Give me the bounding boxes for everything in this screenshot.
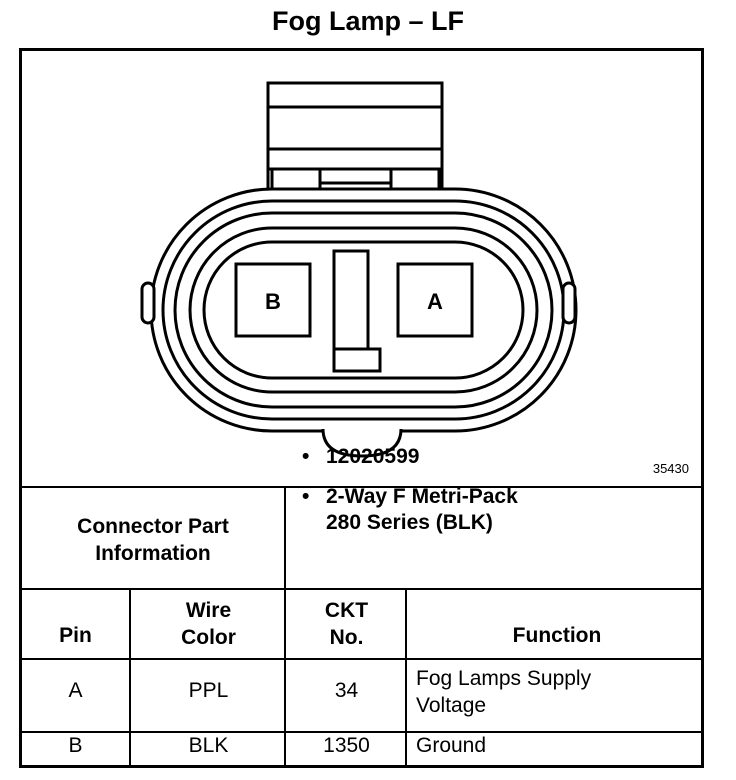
- divider: [22, 658, 701, 660]
- row-a-ckt: 34: [334, 679, 359, 702]
- row-b-wire-color: BLK: [188, 734, 229, 757]
- pin-b-cavity: [234, 262, 312, 338]
- list-item: • 2-Way F Metri-Pack 280 Series (BLK): [302, 485, 518, 534]
- figure-number: 35430: [652, 461, 689, 476]
- pin-b-label: B: [265, 289, 281, 314]
- connector-info-label: Connector Part Information: [77, 515, 229, 565]
- divider: [129, 590, 131, 768]
- page-title: Fog Lamp – LF: [272, 6, 464, 36]
- row-b-ckt: 1350: [323, 734, 370, 757]
- connector-info-list: • 12020599 • 2-Way F Metri-Pack 280 Seri…: [302, 444, 518, 536]
- divider: [284, 488, 286, 588]
- pin-a-cavity: [396, 262, 474, 338]
- list-item: • 12020599: [302, 445, 420, 468]
- row-b-pin: B: [68, 734, 83, 757]
- divider: [405, 590, 407, 768]
- row-b-function: Ground: [416, 734, 487, 757]
- divider: [22, 588, 701, 590]
- row-a-function: Fog Lamps Supply Voltage: [416, 667, 592, 717]
- header-function: Function: [512, 624, 602, 647]
- connector-drawing: B A: [140, 81, 578, 458]
- row-a-wire-color: PPL: [188, 679, 229, 702]
- pin-a-label: A: [427, 289, 443, 314]
- header-wire-color: Wire Color: [181, 599, 236, 649]
- header-ckt-no: CKT No.: [324, 599, 369, 649]
- row-a-pin: A: [68, 679, 83, 702]
- divider: [284, 590, 286, 768]
- divider: [22, 731, 701, 733]
- header-pin: Pin: [59, 624, 92, 647]
- diagram-frame: B A 35430 Connector Part Information: [19, 48, 704, 768]
- divider: [22, 486, 701, 488]
